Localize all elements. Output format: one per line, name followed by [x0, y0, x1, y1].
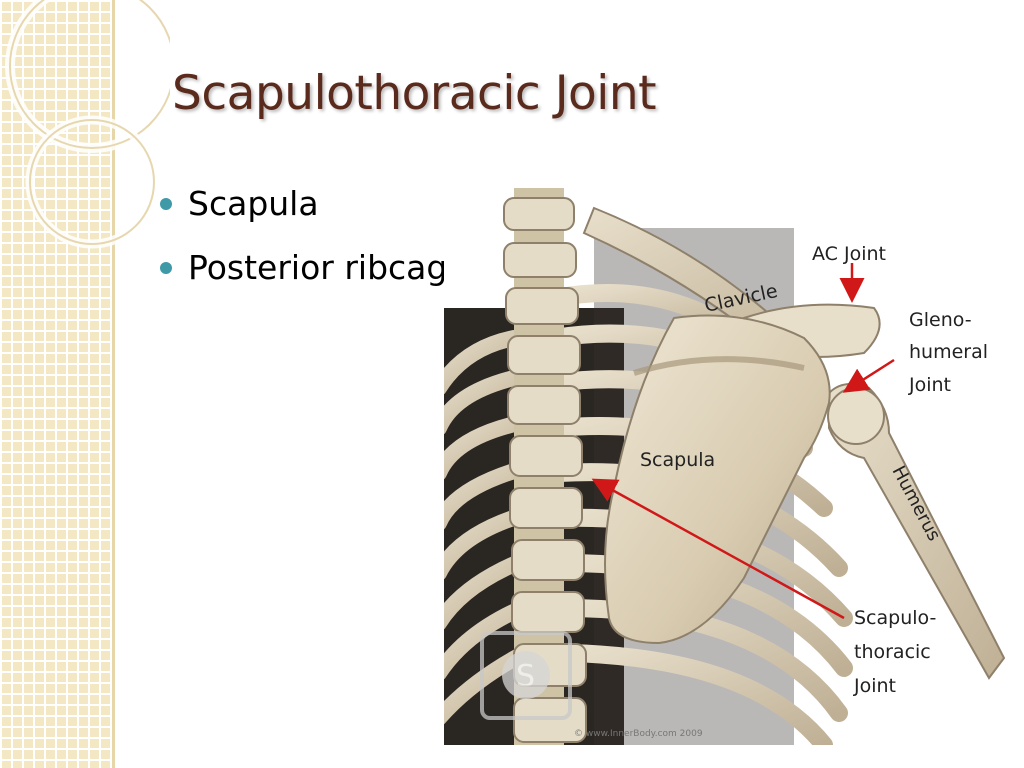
slide-title: Scapulothoracic Joint	[172, 66, 657, 121]
bullet-text: Posterior ribcage	[188, 248, 468, 287]
bullet-item: Scapula	[160, 172, 468, 236]
label-scapulothoracic-1: Scapulo-	[854, 607, 936, 629]
decorative-rings	[5, 0, 170, 249]
label-scapulothoracic-3: Joint	[853, 675, 896, 697]
label-scapula: Scapula	[640, 449, 715, 471]
watermark-logo: S	[480, 631, 572, 720]
annotation-arrows	[591, 263, 895, 620]
label-ac-joint: AC Joint	[812, 243, 886, 265]
bullet-text: Scapula	[188, 184, 319, 223]
anatomy-figure: S © www.InnerBody.com 2009 AC Joint Clav…	[444, 188, 1006, 745]
glenohumeral-arrow	[842, 358, 895, 393]
shoulder-skeleton-illustration: S © www.InnerBody.com 2009 AC Joint Clav…	[444, 188, 1006, 745]
svg-text:S: S	[516, 659, 535, 694]
scapulothoracic-arrow	[591, 478, 845, 620]
label-scapulothoracic-2: thoracic	[854, 641, 931, 663]
side-strip-border	[112, 0, 115, 768]
watermark-text: © www.InnerBody.com 2009	[574, 729, 703, 739]
bullet-dot-icon	[160, 198, 172, 210]
label-glenohumeral-3: Joint	[908, 374, 951, 396]
label-glenohumeral-1: Gleno-	[909, 309, 972, 331]
bullet-list: Scapula Posterior ribcage	[160, 172, 468, 300]
bullet-item: Posterior ribcage	[160, 236, 468, 300]
bullet-dot-icon	[160, 262, 172, 274]
label-glenohumeral-2: humeral	[909, 341, 988, 363]
